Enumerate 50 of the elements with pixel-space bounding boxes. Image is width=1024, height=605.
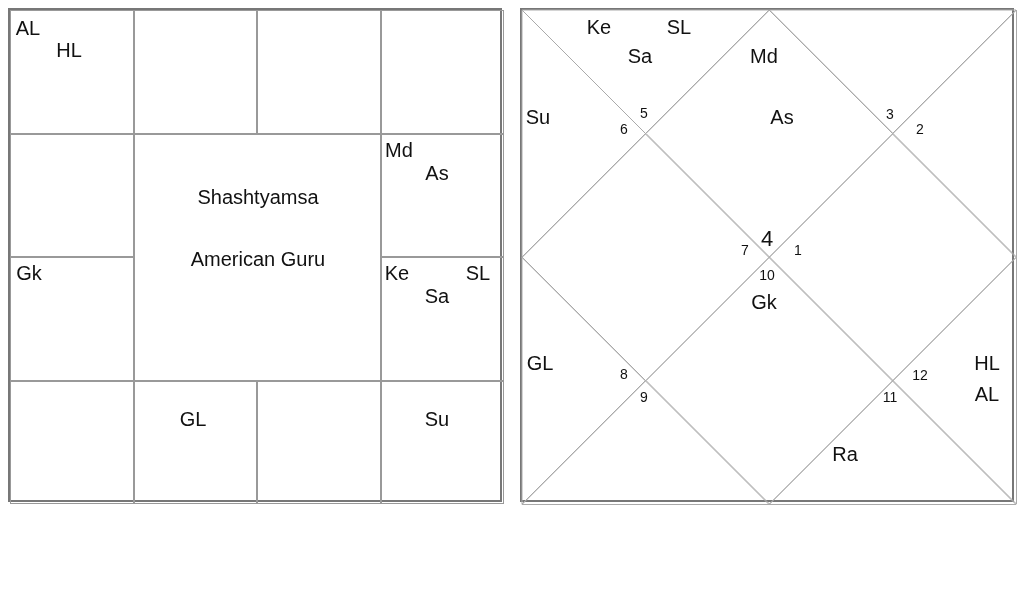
planet-label: Ke xyxy=(586,17,612,37)
planet-label: Sa xyxy=(627,46,653,66)
house-number: 6 xyxy=(620,122,628,136)
planet-label: Ra xyxy=(832,444,858,464)
chart-cell xyxy=(257,10,381,134)
chart-subtitle: American Guru xyxy=(190,249,326,269)
house-number: 9 xyxy=(640,390,648,404)
planet-label: GL xyxy=(526,353,554,373)
chart-cell xyxy=(10,380,134,504)
chart-cell xyxy=(380,380,504,504)
planet-label: Gk xyxy=(16,263,42,283)
planet-label: Md xyxy=(750,46,778,66)
planet-label: Sa xyxy=(424,286,450,306)
chart-frame xyxy=(8,8,502,502)
house-number: 10 xyxy=(759,268,775,282)
house-number: 4 xyxy=(760,228,774,250)
planet-label: SL xyxy=(465,263,491,283)
planet-label: As xyxy=(425,163,449,183)
chart-cell xyxy=(257,380,381,504)
house-number: 11 xyxy=(882,390,898,404)
planet-label: Ke xyxy=(384,263,410,283)
house-number: 3 xyxy=(886,107,894,121)
chart-cell xyxy=(10,257,134,381)
chart-cell xyxy=(380,10,504,134)
chart-cell xyxy=(10,133,134,257)
chart-cell xyxy=(10,10,134,134)
chart-cell xyxy=(133,10,257,134)
house-number: 2 xyxy=(916,122,924,136)
planet-label: AL xyxy=(15,18,41,38)
chart-cell xyxy=(380,133,504,257)
chart-cell xyxy=(133,133,381,381)
house-number: 12 xyxy=(912,368,928,382)
house-number: 5 xyxy=(640,106,648,120)
house-number: 8 xyxy=(620,367,628,381)
planet-label: HL xyxy=(56,40,82,60)
planet-label: Su xyxy=(424,409,450,429)
planet-label: SL xyxy=(666,17,692,37)
planet-label: As xyxy=(770,107,794,127)
chart-frame xyxy=(520,8,1014,502)
planet-label: HL xyxy=(974,353,1000,373)
planet-label: GL xyxy=(179,409,207,429)
chart-cell xyxy=(133,380,257,504)
chart-cell xyxy=(380,257,504,381)
house-number: 7 xyxy=(741,243,749,257)
planet-label: Gk xyxy=(751,292,777,312)
planet-label: AL xyxy=(974,384,1000,404)
house-number: 1 xyxy=(794,243,802,257)
chart-title: Shashtyamsa xyxy=(197,187,319,207)
planet-label: Su xyxy=(525,107,551,127)
planet-label: Md xyxy=(385,140,413,160)
